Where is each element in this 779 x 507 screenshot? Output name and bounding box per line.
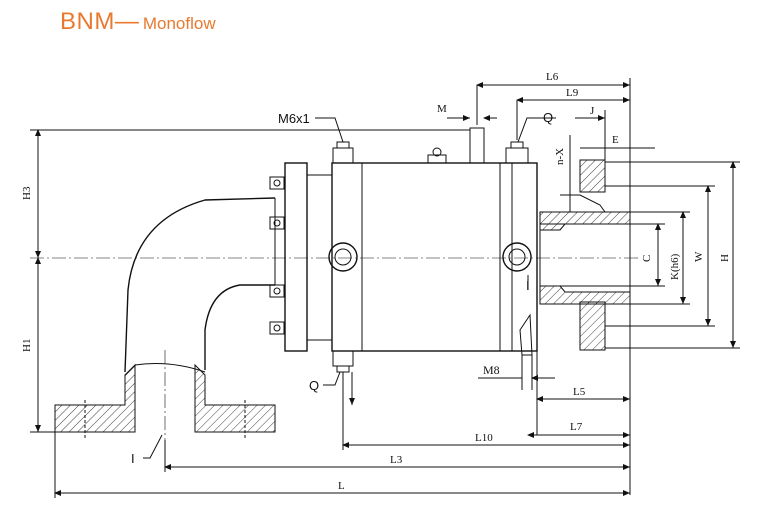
callout-i-left: I (131, 434, 163, 466)
label-j: J (590, 105, 595, 117)
dim-label-l7: L7 (570, 421, 583, 433)
top-bolt-right (505, 141, 529, 164)
label-i-left: I (131, 451, 135, 466)
top-bolt-left (332, 141, 354, 164)
dim-label-l10: L10 (475, 432, 493, 444)
dim-L10: L10 (342, 372, 630, 450)
dim-J: J (575, 105, 606, 160)
dim-label-w: W (693, 251, 705, 262)
flange-bolt-3 (269, 284, 285, 298)
dim-L: L (54, 432, 630, 498)
dim-L9: L9 (516, 87, 630, 140)
dim-label-c: C (641, 255, 653, 262)
top-pin-m (469, 127, 485, 164)
label-nx: n-X (554, 148, 566, 165)
dim-label-l9: L9 (566, 87, 579, 99)
dim-label-l5: L5 (573, 386, 586, 398)
pipe-flange (269, 162, 333, 352)
label-e: E (612, 134, 619, 146)
top-fitting-center (427, 147, 447, 163)
dim-H1: H1 (21, 257, 60, 433)
title-model: BNM (60, 8, 115, 35)
output-flange (539, 159, 631, 351)
bottom-bolt (332, 350, 354, 373)
label-i-right: I (526, 278, 530, 293)
dim-label-h: H (719, 254, 731, 262)
page-title: BNM—Monoflow (60, 8, 216, 36)
callout-q-top: Q (517, 110, 556, 143)
base-flange (54, 363, 276, 438)
title-dash: — (114, 8, 139, 35)
label-q-bottom: Q (309, 378, 319, 393)
flange-bolt-2 (269, 216, 285, 230)
callout-i-right: I (526, 275, 530, 293)
dim-W: W (605, 185, 715, 327)
dim-label-h1: H1 (21, 339, 33, 352)
label-q-top: Q (543, 110, 553, 125)
dim-nX: n-X (554, 135, 571, 212)
dim-L5: L5 (536, 351, 630, 435)
label-m6x1: M6x1 (278, 111, 310, 126)
dim-H: H (605, 161, 740, 349)
dim-C: C (630, 223, 665, 287)
m8-bracket (519, 313, 533, 356)
dim-K: K(h6) (630, 211, 690, 305)
dim-label-l3: L3 (390, 454, 403, 466)
dim-L7: L7 (527, 421, 630, 438)
elbow-pipe (124, 197, 276, 373)
dim-M: M (437, 103, 497, 121)
dim-label-h3: H3 (21, 186, 33, 200)
dim-label-l: L (338, 480, 345, 492)
flange-bolt-1 (269, 176, 285, 190)
flange-bolt-4 (269, 321, 285, 335)
dim-M8: M8 (478, 355, 555, 390)
label-m8: M8 (483, 363, 500, 377)
side-port-left (328, 242, 358, 272)
callout-m6x1: M6x1 (278, 111, 344, 143)
callout-q-bottom: Q (309, 371, 355, 405)
title-subtitle: Monoflow (142, 14, 216, 33)
dim-L3: L3 (164, 440, 630, 472)
dim-label-l6: L6 (546, 71, 559, 83)
side-port-right (502, 242, 532, 272)
label-m: M (437, 103, 447, 115)
dim-H3: H3 (21, 129, 470, 258)
dim-E: E (580, 134, 655, 149)
joint-body (328, 127, 538, 373)
dim-label-k: K(h6) (669, 253, 681, 280)
